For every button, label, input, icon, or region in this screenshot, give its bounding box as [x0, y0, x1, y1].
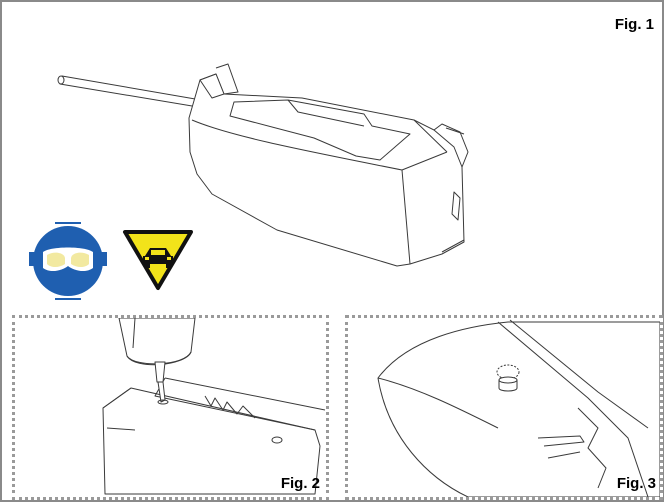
fig1-illustration	[57, 63, 469, 267]
fig3-panel: Fig. 3	[345, 315, 663, 500]
fig2-illustration	[102, 318, 326, 495]
fig1-box-body	[188, 73, 465, 267]
fig2-panel: Fig. 2	[12, 315, 329, 500]
fig1-rod-end	[57, 75, 65, 85]
safety-goggles-icon	[25, 220, 111, 302]
fig1-label: Fig. 1	[614, 16, 654, 33]
fig1-label-sticker	[229, 99, 411, 161]
fig3-label: Fig. 3	[616, 475, 656, 492]
vehicle-warning-icon	[121, 226, 195, 292]
fig3-illustration	[377, 319, 660, 497]
fig2-drill-body	[118, 318, 196, 366]
fig2-label: Fig. 2	[280, 475, 320, 492]
